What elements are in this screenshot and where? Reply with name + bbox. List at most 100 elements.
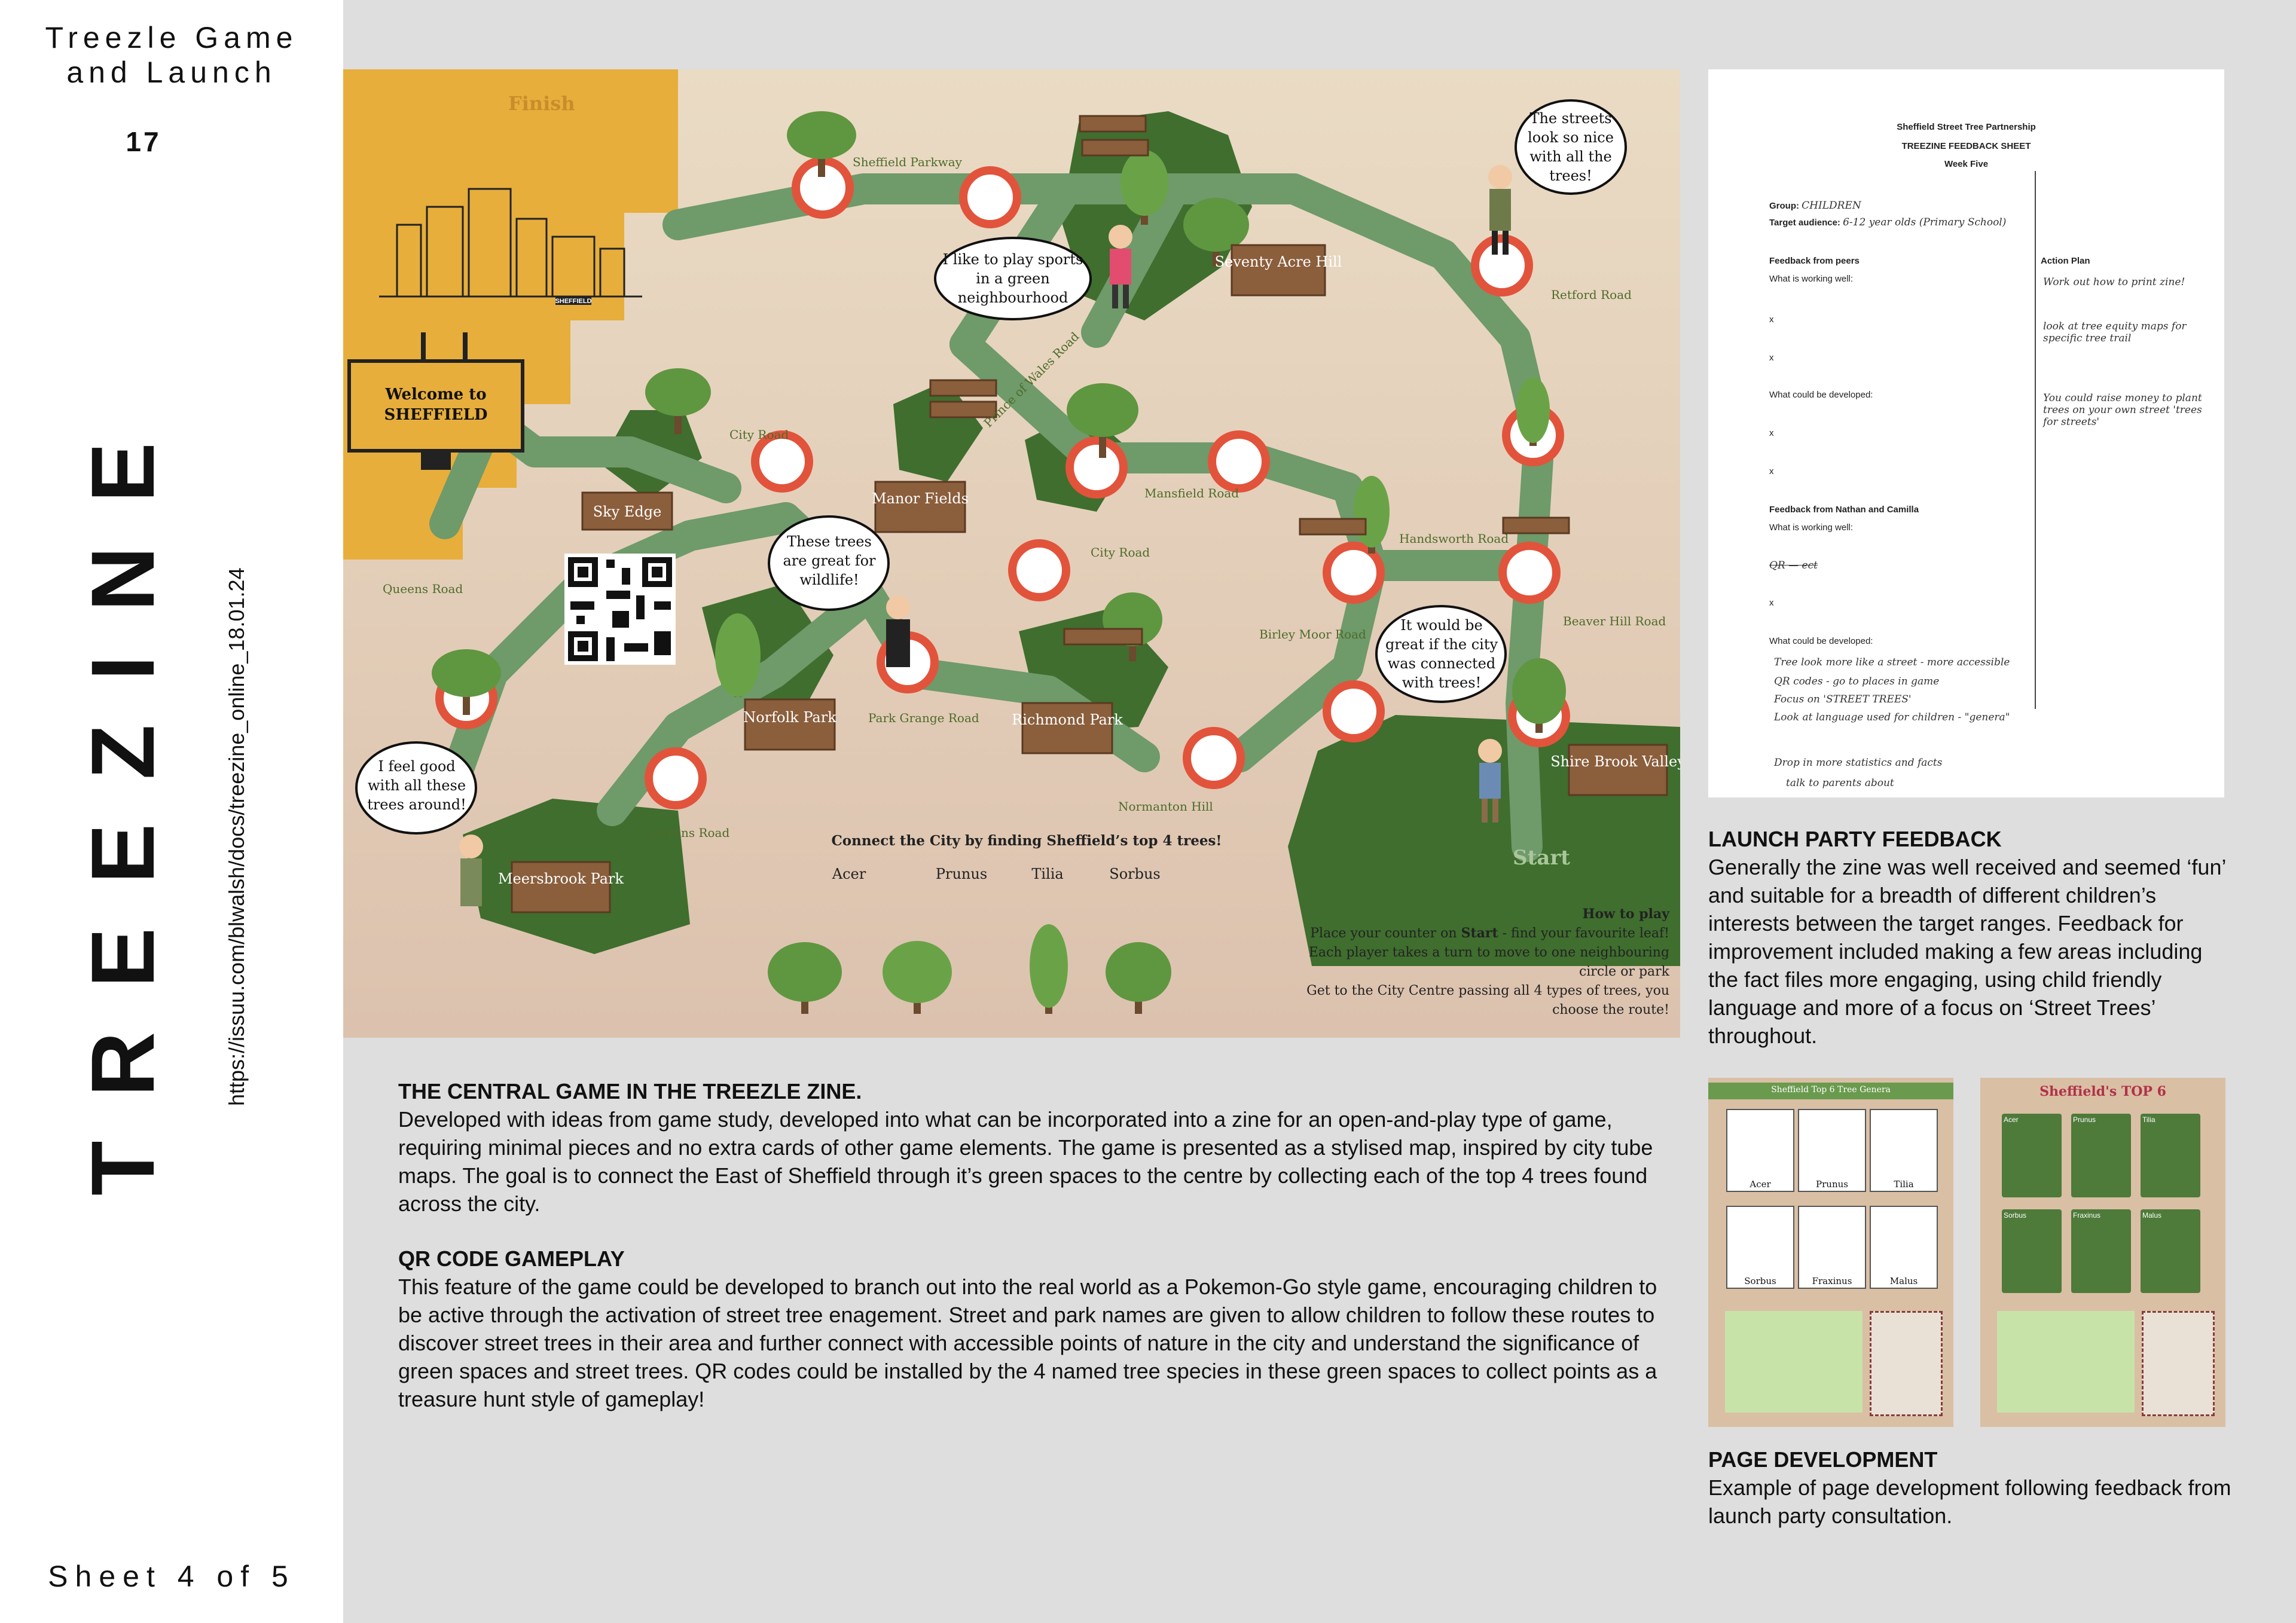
tree-label-tilia: Tilia — [1031, 866, 1063, 882]
park-sky-edge: Sky Edge — [593, 503, 662, 520]
park-signs — [511, 115, 1668, 913]
column-divider — [2035, 171, 2036, 709]
x-mark: x — [1769, 428, 1774, 438]
bubble-feel-good: I feel good with all these trees around! — [367, 758, 466, 813]
fact-box — [1870, 1311, 1943, 1416]
group-row: Group: CHILDREN — [1769, 200, 1861, 212]
bubble-connected: It would be great if the city was connec… — [1385, 617, 1498, 691]
tree-label-prunus: Prunus — [936, 866, 987, 882]
road-birley-moor: Birley Moor Road — [1259, 627, 1366, 641]
page-development-section: PAGE DEVELOPMENT Example of page develop… — [1708, 1445, 2234, 1530]
vertical-title: TREEZINE — [72, 398, 173, 1196]
game-board-map: Finish Welcome to SHEFFIELD SHEFFIELD St… — [343, 69, 1680, 1038]
speech-bubbles — [355, 99, 1627, 835]
sheet-title: Treezle Game and Launch — [0, 20, 343, 90]
word-search — [1997, 1311, 2135, 1413]
central-game-body: Developed with ideas from game study, de… — [398, 1107, 1653, 1216]
characters — [459, 165, 1512, 906]
title-line-1: Treezle Game — [45, 21, 298, 54]
dev-note-3: Focus on 'STREET TREES' — [1774, 693, 1912, 705]
sheet-counter: Sheet 4 of 5 — [48, 1560, 295, 1593]
launch-feedback-heading: LAUNCH PARTY FEEDBACK — [1708, 827, 2002, 851]
nathan-working: What is working well: — [1769, 522, 1854, 533]
qr-gameplay-body: This feature of the game could be develo… — [398, 1274, 1657, 1411]
issuu-link[interactable]: https://issuu.com/blwalsh/docs/treezine_… — [224, 567, 249, 1106]
how-to-play: How to play Place your counter on Start … — [1306, 906, 1670, 1017]
dev-note-5: Drop in more statistics and facts — [1774, 757, 1943, 769]
how-to-play-title: How to play — [1583, 906, 1671, 922]
skyline-sign-text: SHEFFIELD — [555, 298, 591, 305]
dev-note-1: Tree look more like a street - more acce… — [1774, 656, 2010, 668]
page-thumbnail-before: Sheffield Top 6 Tree Genera Acer Prunus … — [1708, 1078, 1953, 1427]
thumb-card: Tilia — [2141, 1114, 2200, 1197]
how-to-play-line-1: Place your counter on Start - find your … — [1310, 925, 1669, 941]
billboard-line-2: SHEFFIELD — [384, 406, 488, 424]
bubble-sports: I like to play sports in a green neighbo… — [942, 251, 1083, 306]
connect-title: Connect the City by finding Sheffield’s … — [831, 833, 1222, 849]
audience-row: Target audience: 6-12 year olds (Primary… — [1769, 216, 2007, 228]
feedback-sheet-scan: Sheffield Street Tree Partnership TREEZI… — [1708, 69, 2224, 797]
peers-working: What is working well: — [1769, 274, 1854, 284]
sidebar: Treezle Game and Launch 17 TREEZINE http… — [0, 0, 343, 1623]
thumb-card: Prunus — [1798, 1109, 1866, 1192]
park-meersbrook: Meersbrook Park — [498, 870, 624, 887]
word-search — [1725, 1311, 1863, 1413]
x-mark: x — [1769, 466, 1774, 476]
thumb-right-header: Sheffield's TOP 6 — [2039, 1084, 2166, 1099]
road-sheffield-parkway: Sheffield Parkway — [853, 155, 963, 169]
thumb-card: Acer — [2002, 1114, 2062, 1197]
road-park-grange: Park Grange Road — [868, 711, 979, 725]
dev-note-4: Look at language used for children - "ge… — [1774, 711, 2010, 723]
peers-developed: What could be developed: — [1769, 390, 1873, 400]
action-plan-heading: Action Plan — [2041, 256, 2090, 266]
central-game-section: THE CENTRAL GAME IN THE TREEZLE ZINE. De… — [398, 1077, 1678, 1218]
feedback-org: Sheffield Street Tree Partnership — [1897, 122, 2036, 132]
launch-feedback-body: Generally the zine was well received and… — [1708, 855, 2226, 1048]
thumb-card: Malus — [2141, 1209, 2200, 1293]
page-number: 17 — [126, 126, 161, 157]
page-development-heading: PAGE DEVELOPMENT — [1708, 1447, 1938, 1472]
struck-note: QR — ect — [1769, 560, 1818, 571]
thumb-card: Acer — [1726, 1109, 1794, 1192]
page-thumbnail-after: Sheffield's TOP 6 Acer Prunus Tilia Sorb… — [1980, 1078, 2225, 1427]
welcome-billboard — [347, 332, 524, 470]
dev-note-2: QR codes - go to places in game — [1774, 676, 1940, 687]
thumb-card: Fraxinus — [2071, 1209, 2131, 1293]
road-beaver-hill: Beaver Hill Road — [1563, 614, 1666, 628]
tree-legend-illustrations — [768, 924, 1171, 1014]
park-sign-labels: Sky Edge Manor Fields Seventy Acre Hill … — [498, 253, 1680, 887]
peers-heading: Feedback from peers — [1769, 256, 1860, 266]
thumb-card: Prunus — [2071, 1114, 2131, 1197]
how-to-play-line-4: Get to the City Centre passing all 4 typ… — [1306, 983, 1669, 998]
nathan-developed: What could be developed: — [1769, 636, 1873, 646]
dev-note-6: talk to parents about — [1786, 777, 1894, 789]
qr-gameplay-heading: QR CODE GAMEPLAY — [398, 1246, 625, 1271]
thumb-card: Malus — [1870, 1206, 1938, 1289]
tree-legend-labels: Acer Prunus Tilia Sorbus — [832, 866, 1161, 882]
road-retford: Retford Road — [1551, 288, 1632, 302]
launch-feedback-section: LAUNCH PARTY FEEDBACK Generally the zine… — [1708, 825, 2234, 1050]
thumb-card: Sorbus — [2002, 1209, 2062, 1293]
park-seventy-acre-hill: Seventy Acre Hill — [1215, 253, 1342, 270]
x-mark: x — [1769, 314, 1774, 325]
bubble-streets: The streets look so nice with all the tr… — [1528, 110, 1614, 184]
road-mansfield: Mansfield Road — [1144, 486, 1239, 500]
thumb-card: Sorbus — [1726, 1206, 1794, 1289]
road-queens-2: Queens Road — [649, 826, 729, 840]
x-mark: x — [1769, 598, 1774, 608]
x-mark: x — [1769, 353, 1774, 363]
bubble-wildlife: These trees are great for wildlife! — [783, 533, 876, 588]
road-city-road-1: City Road — [729, 427, 789, 442]
fact-box — [2142, 1311, 2215, 1416]
central-game-heading: THE CENTRAL GAME IN THE TREEZLE ZINE — [398, 1079, 856, 1104]
billboard-line-1: Welcome to — [384, 386, 486, 404]
start-label: Start — [1513, 846, 1570, 870]
action-2: look at tree equity maps for specific tr… — [2043, 320, 2187, 344]
qr-code[interactable] — [564, 554, 676, 665]
title-line-2: and Launch — [66, 56, 277, 89]
how-to-play-line-2: Each player takes a turn to move to one … — [1309, 945, 1669, 960]
thumb-left-header: Sheffield Top 6 Tree Genera — [1771, 1085, 1891, 1095]
tree-label-sorbus: Sorbus — [1109, 866, 1161, 882]
park-manor-fields: Manor Fields — [872, 490, 969, 507]
park-norfolk: Norfolk Park — [743, 709, 836, 726]
